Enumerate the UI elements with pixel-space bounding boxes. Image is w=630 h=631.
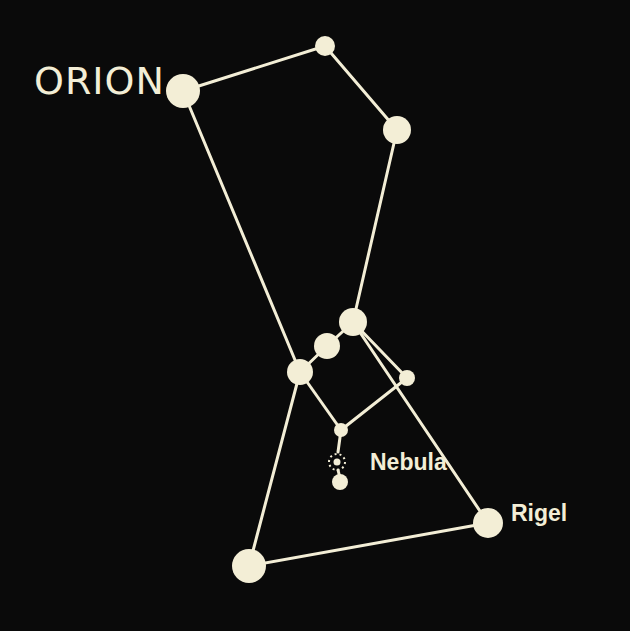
star	[287, 359, 313, 385]
star	[399, 370, 415, 386]
star	[232, 549, 266, 583]
star-line	[183, 91, 300, 372]
star	[383, 116, 411, 144]
nebula-symbol	[329, 454, 345, 470]
star-label: Rigel	[511, 502, 567, 525]
constellation-name: ORION	[34, 62, 165, 100]
star-line	[325, 46, 397, 130]
stars	[166, 36, 503, 583]
star	[339, 308, 367, 336]
star-line	[341, 378, 407, 430]
constellation-lines	[183, 46, 488, 566]
star	[473, 508, 503, 538]
star-line	[249, 372, 300, 566]
star	[166, 74, 200, 108]
star-line	[353, 130, 397, 322]
star-line	[249, 523, 488, 566]
star	[314, 333, 340, 359]
star	[332, 474, 348, 490]
star	[315, 36, 335, 56]
nebula-core	[334, 459, 341, 466]
nebula-glow	[329, 454, 345, 470]
star	[334, 423, 348, 437]
star-line	[183, 46, 325, 91]
nebula-label: Nebula	[370, 451, 447, 474]
star-line	[353, 322, 488, 523]
